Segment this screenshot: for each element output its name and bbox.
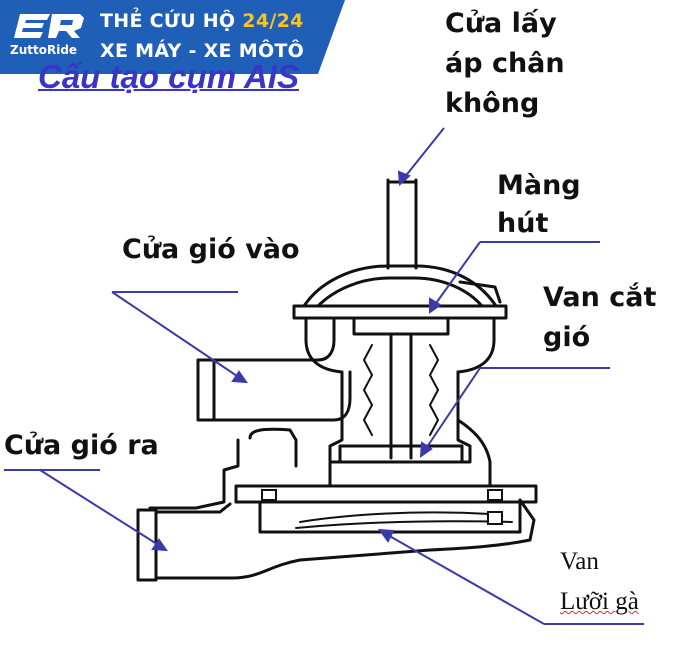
diagram-title: Cấu tạo cụm AIS xyxy=(38,58,299,95)
reed-stopper xyxy=(295,520,513,529)
outlet-pipe-joint xyxy=(518,498,536,542)
diaphragm-disc xyxy=(352,316,450,336)
leader-air-outlet xyxy=(39,469,161,547)
arrow-vacuum-port xyxy=(397,170,411,187)
reed-petal xyxy=(299,511,491,523)
label-air-inlet: Cửa gió vào xyxy=(122,234,300,265)
reed-seat xyxy=(258,500,522,534)
housing-step xyxy=(328,460,492,488)
banner-background xyxy=(0,0,345,74)
banner-subline: XE MÁY - XE MÔTÔ xyxy=(100,40,305,62)
label-vacuum-port-line3: không xyxy=(445,88,540,119)
body-right-wall xyxy=(456,370,492,464)
diaphragm-cap-inner xyxy=(316,276,484,308)
reed-seat-top xyxy=(234,484,538,504)
label-diaphragm-line2: hút xyxy=(497,208,549,239)
leader-diaphragm xyxy=(433,241,481,307)
label-air-outlet: Cửa gió ra xyxy=(4,430,159,461)
outlet-pipe xyxy=(154,502,532,580)
bolt-right xyxy=(487,489,503,501)
lower-housing-boss xyxy=(248,427,298,468)
leader-reed-valve xyxy=(385,533,545,625)
arrow-air-outlet xyxy=(151,538,169,552)
cap-flange xyxy=(292,304,508,320)
lower-housing-left xyxy=(148,438,240,510)
label-diaphragm-line1: Màng xyxy=(497,170,581,201)
outlet-pipe-end xyxy=(136,508,158,582)
arrow-air-inlet xyxy=(231,370,249,384)
label-vacuum-port-line1: Cửa lấy xyxy=(445,8,557,39)
arrow-diaphragm xyxy=(429,297,442,314)
leader-cut-valve xyxy=(424,367,481,451)
zuttoride-logo-icon xyxy=(14,14,84,38)
banner-headline-prefix: THẺ CỨU HỘ xyxy=(100,10,243,32)
leader-vacuum-port xyxy=(403,127,445,179)
vacuum-nozzle xyxy=(386,178,418,270)
bolt-lower-right xyxy=(487,511,503,525)
brand-banner: ZuttoRide THẺ CỨU HỘ 24/24 XE MÁY - XE M… xyxy=(0,0,345,74)
inlet-pipe-end xyxy=(196,358,216,422)
spring-left xyxy=(363,344,373,436)
banner-headline-highlight: 24/24 xyxy=(242,10,304,32)
diaphragm-cap xyxy=(302,264,498,308)
spring-right xyxy=(429,344,439,436)
banner-headline: THẺ CỨU HỘ 24/24 xyxy=(100,10,304,32)
arrow-cut-valve xyxy=(419,441,433,459)
label-cut-valve-line1: Van cắt xyxy=(543,282,657,313)
bolt-left xyxy=(261,489,277,501)
logo-wordmark: ZuttoRide xyxy=(10,43,78,57)
valve-stem xyxy=(389,332,413,460)
cap-lip xyxy=(458,280,502,304)
leader-air-inlet xyxy=(111,291,241,379)
arrow-reed-valve xyxy=(377,528,395,543)
inlet-pipe xyxy=(204,318,352,422)
label-vacuum-port-line2: áp chân xyxy=(445,48,565,79)
label-cut-valve-line2: gió xyxy=(543,322,591,353)
label-reed-valve-line2: Lưỡi gà xyxy=(560,588,639,615)
cut-valve-plate xyxy=(338,444,464,464)
label-reed-valve-line1: Van xyxy=(560,548,599,575)
